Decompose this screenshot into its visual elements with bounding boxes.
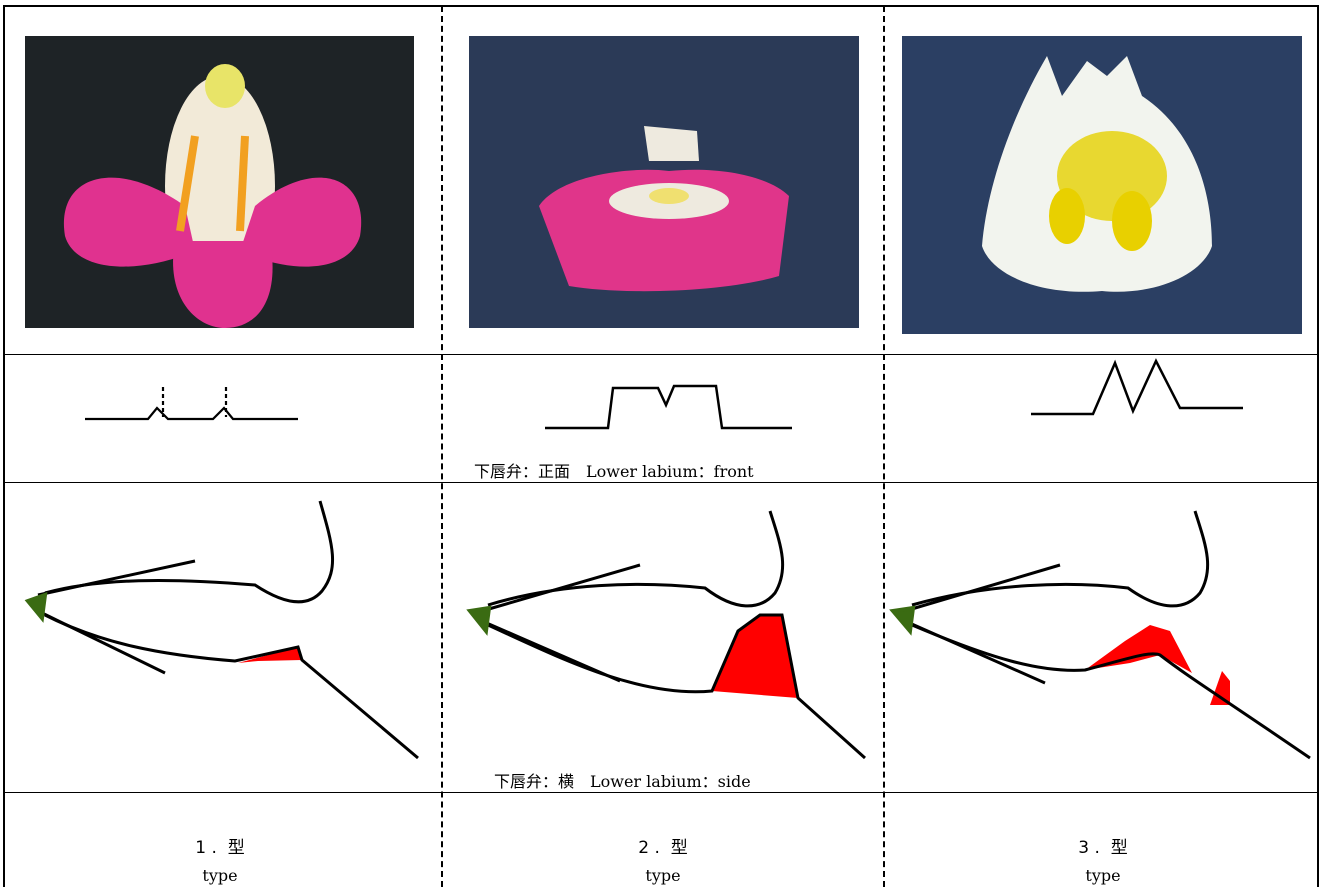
front-caption: 下唇弁：正面 Lower labium：front: [474, 458, 754, 482]
flower-type-1-drawing: [25, 36, 414, 328]
type-3-word: type: [1003, 866, 1203, 885]
side-profile-type-2: [470, 511, 865, 758]
flower-type-3-drawing: [902, 36, 1302, 334]
type-3-label: 3 . 型: [1003, 833, 1203, 858]
front-profile-type-1: [85, 387, 298, 419]
side-profile-type-1: [28, 501, 418, 758]
type-1-label: 1 . 型: [120, 833, 320, 858]
flower-type-2-drawing: [469, 36, 859, 328]
flower-photo-type-3: [902, 36, 1302, 334]
side-profile-type-3: [893, 511, 1310, 758]
front-profile-type-3: [1031, 361, 1243, 414]
flower-photo-type-2: [469, 36, 859, 328]
type-2-word: type: [563, 866, 763, 885]
type-2-label: 2 . 型: [563, 833, 763, 858]
flower-photo-type-1: [25, 36, 414, 328]
type-1-word: type: [120, 866, 320, 885]
front-profile-type-2: [545, 386, 792, 428]
side-profile-row: [0, 483, 1324, 793]
side-caption: 下唇弁：横 Lower labium：side: [494, 768, 751, 792]
